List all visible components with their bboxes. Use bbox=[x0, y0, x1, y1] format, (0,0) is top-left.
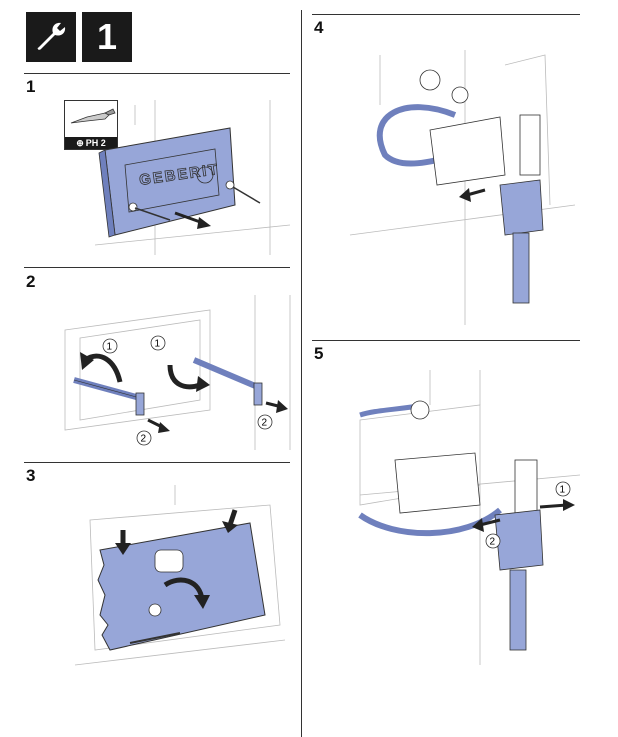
rule-step-5 bbox=[312, 340, 580, 341]
step-set-number: 1 bbox=[96, 16, 118, 57]
rule-step-3 bbox=[24, 462, 290, 463]
step-number-2: 2 bbox=[26, 272, 36, 291]
callout-1: 1 bbox=[560, 485, 566, 496]
wall-tiles bbox=[74, 485, 286, 666]
screwdriver-tool-card: ⊕PH 2 bbox=[64, 100, 118, 150]
callout-2a: 2 bbox=[141, 434, 147, 445]
rule-step-1 bbox=[24, 73, 290, 74]
fill-valve-body bbox=[499, 179, 544, 236]
step-set-number-box: 1 bbox=[82, 12, 132, 62]
callout-1b: 1 bbox=[155, 339, 161, 350]
rule-step-4 bbox=[312, 14, 580, 15]
screw-right bbox=[225, 180, 235, 190]
step-number-4: 4 bbox=[314, 18, 324, 37]
callouts: 1 2 1 2 bbox=[102, 335, 273, 446]
wall-tiles bbox=[349, 50, 575, 325]
step-3-illustration bbox=[74, 485, 286, 666]
callout-2: 2 bbox=[490, 537, 496, 548]
step-number-5: 5 bbox=[314, 344, 324, 363]
step-number-3: 3 bbox=[26, 466, 36, 485]
tool-size-text: PH 2 bbox=[85, 138, 106, 148]
callouts: 1 2 bbox=[485, 481, 571, 549]
step-4-illustration bbox=[349, 50, 575, 325]
wall-tiles bbox=[64, 295, 291, 450]
step-2-illustration: 1 2 1 2 bbox=[64, 295, 291, 450]
wrench-icon bbox=[37, 22, 66, 50]
step-1-illustration: GEBERIT bbox=[95, 100, 291, 255]
callout-1a: 1 bbox=[107, 342, 113, 353]
rule-step-2 bbox=[24, 267, 290, 268]
screw-left bbox=[128, 202, 138, 212]
tool-label: ⊕PH 2 bbox=[65, 137, 117, 149]
callout-2b: 2 bbox=[262, 418, 268, 429]
column-divider bbox=[301, 10, 302, 737]
screwdriver-icon bbox=[70, 108, 116, 124]
step-number-1: 1 bbox=[26, 77, 36, 96]
wall-tiles bbox=[359, 370, 580, 665]
wrench-icon-box bbox=[26, 12, 76, 62]
step-5-illustration: 1 2 bbox=[358, 370, 580, 665]
